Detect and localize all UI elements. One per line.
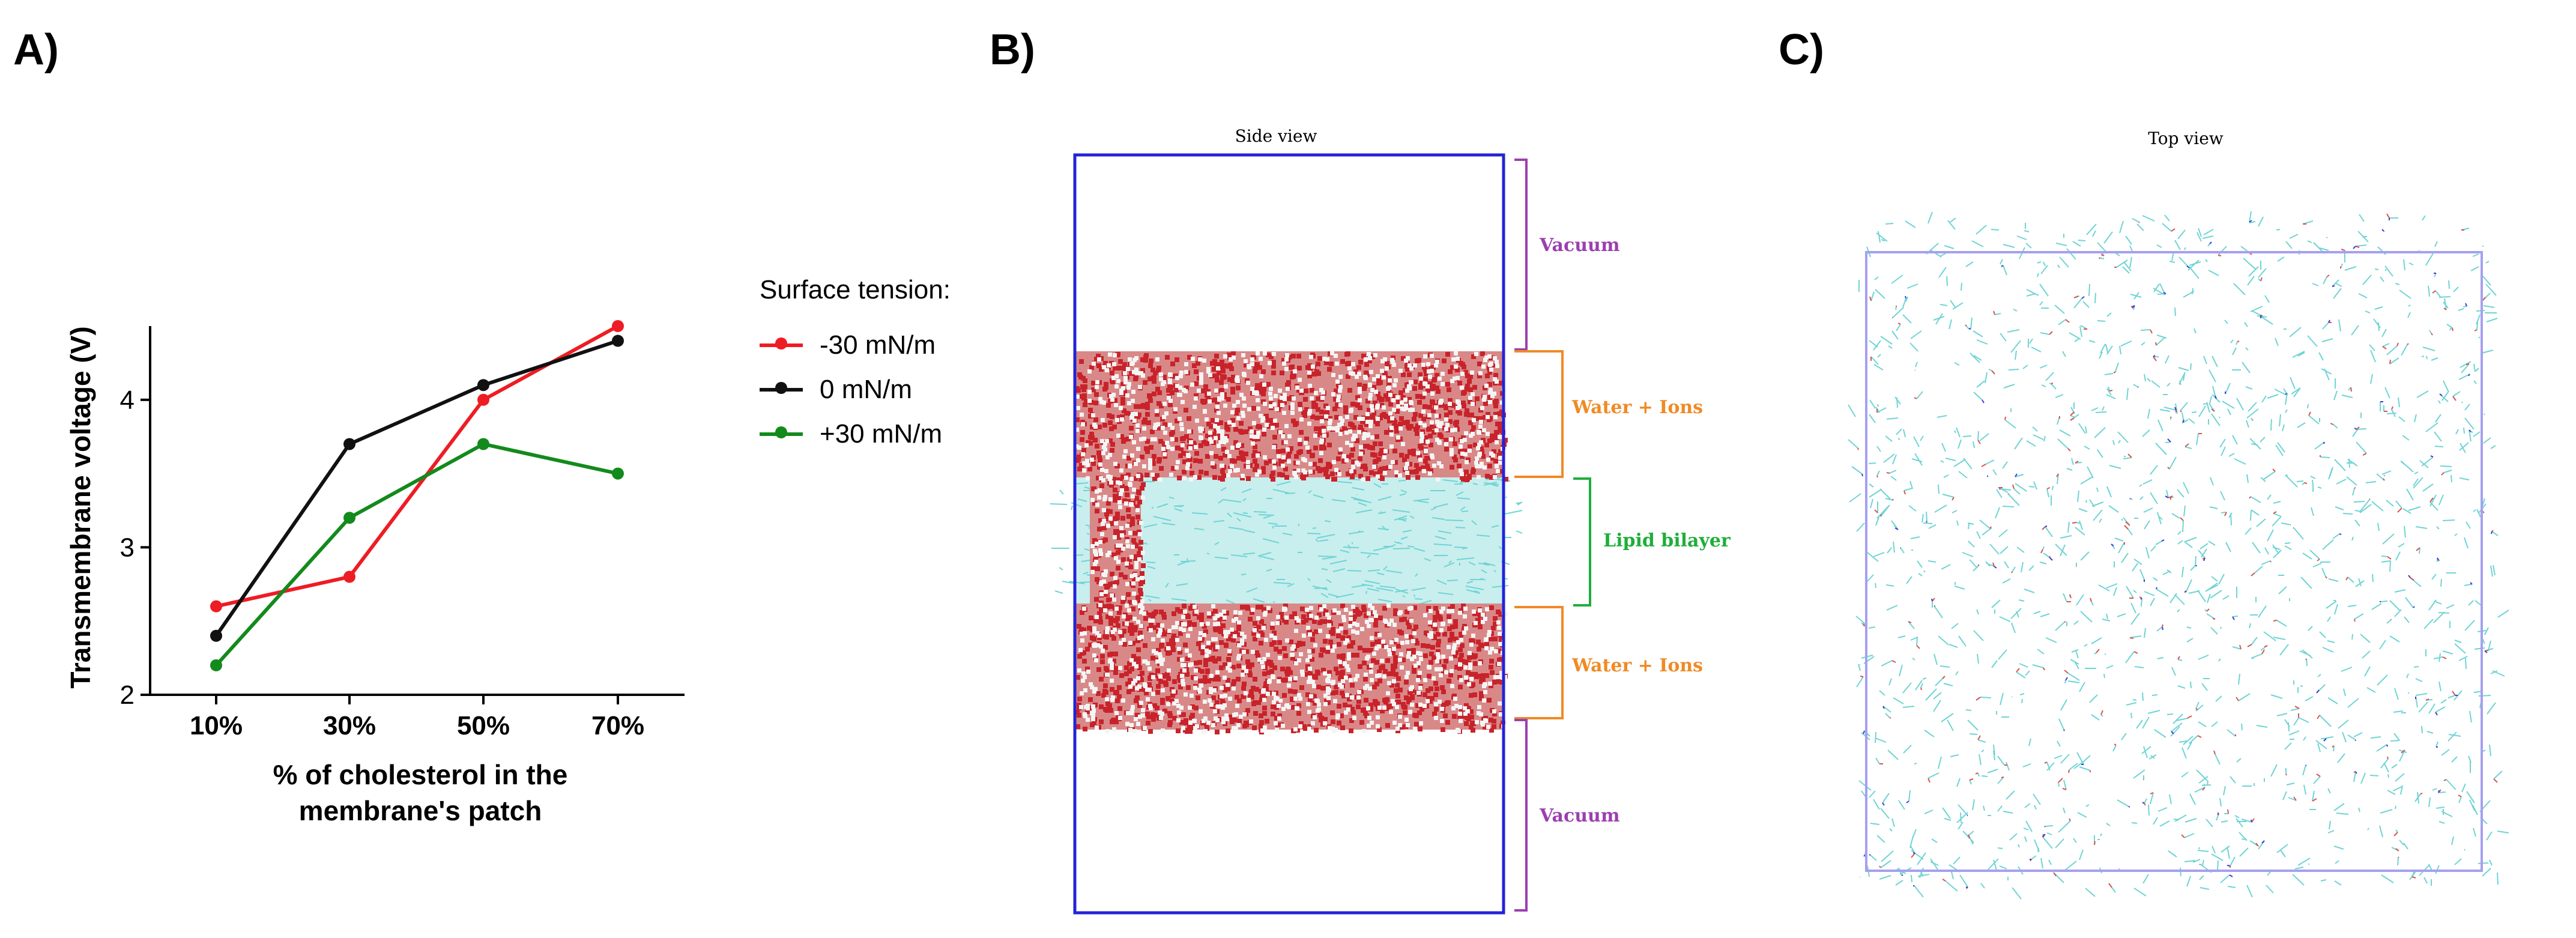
lipid-label: Lipid bilayer xyxy=(1603,530,1731,551)
data-point-green-1 xyxy=(343,512,355,524)
top-view-title: Top view xyxy=(2148,129,2224,148)
vacuum-bottom-label: Vacuum xyxy=(1539,805,1620,826)
data-point-red-1 xyxy=(343,570,355,583)
side-view-title: Side view xyxy=(1235,126,1317,146)
legend-label-green: +30 mN/m xyxy=(820,419,943,449)
panel-label-a: A) xyxy=(13,26,59,74)
legend-item-green: +30 mN/m xyxy=(760,412,951,456)
water-bottom-label: Water + Ions xyxy=(1571,655,1703,676)
lipid-chains-top xyxy=(1848,211,2509,900)
x-tick-label-0: 10% xyxy=(190,711,243,740)
data-point-red-2 xyxy=(477,393,489,406)
vacuum-bottom-bracket xyxy=(1514,719,1528,912)
panel-label-c: C) xyxy=(1779,26,1824,74)
simulation-box xyxy=(1073,153,1505,915)
series-line-red xyxy=(216,324,619,608)
legend-label-red: -30 mN/m xyxy=(820,330,936,360)
lipid-bracket xyxy=(1573,477,1591,607)
water-hydrogen-atoms xyxy=(1075,351,1508,734)
y-axis-label: Transmembrane voltage (V) xyxy=(65,326,96,688)
vacuum-top-bracket xyxy=(1514,159,1528,351)
top-view-figure: Top view xyxy=(1848,129,2509,900)
chart-legend: Surface tension: -30 mN/m 0 mN/m +30 mN/… xyxy=(760,275,951,456)
x-axis-label-line1: % of cholesterol in the xyxy=(273,759,568,790)
data-point-black-1 xyxy=(343,438,355,450)
data-point-green-0 xyxy=(210,659,222,671)
side-view-figure: Side view Vacuum Water + Ions Lipid bila… xyxy=(1050,126,1731,915)
data-point-green-2 xyxy=(477,438,489,450)
simulation-box-top xyxy=(1865,251,2483,872)
data-point-black-0 xyxy=(210,629,222,642)
legend-swatch-black xyxy=(760,382,803,394)
legend-item-red: -30 mN/m xyxy=(760,323,951,368)
x-tick-label-3: 70% xyxy=(591,711,644,740)
series-line-black xyxy=(214,339,618,637)
x-axis-label-line2: membrane's patch xyxy=(299,795,542,826)
data-point-green-3 xyxy=(612,467,624,480)
y-tick-label-0: 2 xyxy=(120,680,135,710)
water-top-bracket xyxy=(1514,350,1564,478)
panel-label-b: B) xyxy=(990,26,1035,74)
legend-item-black: 0 mN/m xyxy=(760,368,951,412)
legend-label-black: 0 mN/m xyxy=(820,375,912,404)
lipid-tails xyxy=(1050,474,1523,605)
chart-series-layer xyxy=(210,320,624,671)
legend-swatch-red xyxy=(760,337,803,349)
data-point-red-0 xyxy=(210,600,222,613)
data-point-red-3 xyxy=(612,320,624,332)
headgroup-nitrogen xyxy=(1861,218,2493,888)
legend-swatch-green xyxy=(760,426,803,438)
series-line-green xyxy=(214,442,618,667)
lipid-bilayer-region xyxy=(1075,474,1504,607)
vacuum-top-label: Vacuum xyxy=(1539,235,1620,256)
water-top-label: Water + Ions xyxy=(1571,397,1703,418)
molecular-texture xyxy=(1050,351,1523,734)
y-tick-label-1: 3 xyxy=(120,533,135,562)
water-bottom-bracket xyxy=(1514,606,1564,719)
line-chart: 2 3 4 10% 30% 50% 70% Transmembrane voltage (V… xyxy=(65,320,685,826)
chart-axes: 2 3 4 10% 30% 50% 70% xyxy=(120,326,685,740)
data-point-black-3 xyxy=(612,334,624,347)
legend-title: Surface tension: xyxy=(760,275,951,304)
x-tick-label-1: 30% xyxy=(323,711,376,740)
y-tick-label-2: 4 xyxy=(120,386,135,415)
data-point-black-2 xyxy=(477,379,489,392)
x-tick-label-2: 50% xyxy=(457,711,510,740)
lipid-top-texture xyxy=(1848,211,2509,900)
